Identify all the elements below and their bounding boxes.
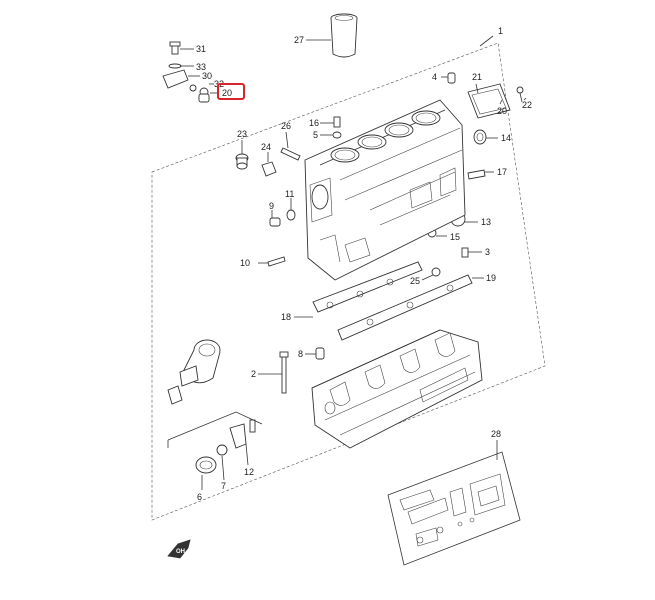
callout-21[interactable]: 21 [472,72,482,82]
sleeve [473,129,487,145]
callout-18[interactable]: 18 [281,312,291,322]
assembly-outline [151,42,546,521]
drain-fittings [167,411,263,474]
lower-crankcase [311,329,483,449]
bolt-17 [467,169,486,180]
direction-arrow-label: OH [176,549,185,555]
callout-25[interactable]: 25 [410,276,420,286]
callout-22[interactable]: 22 [522,100,532,110]
callout-31[interactable]: 31 [196,44,206,54]
callout-19[interactable]: 19 [486,273,496,283]
side-cover-plate [467,83,524,119]
callout-23[interactable]: 23 [237,129,247,139]
callout-5[interactable]: 5 [313,130,318,140]
stud-and-dowel [332,116,342,139]
callout-4[interactable]: 4 [432,72,437,82]
gasket-kit-contents [399,473,506,547]
selected-callout-highlight [217,83,245,100]
callout-2[interactable]: 2 [251,369,256,379]
oil-pan-gaskets [312,261,473,341]
plug [447,72,456,84]
callout-15[interactable]: 15 [450,232,460,242]
callout-13[interactable]: 13 [481,217,491,227]
plug-25 [431,267,441,277]
pins [235,147,301,177]
oil-fitting-assembly [162,41,210,103]
callout-10[interactable]: 10 [240,258,250,268]
cylinder-liner [330,13,358,58]
direction-arrow-icon: OH [167,539,191,559]
long-bolt [279,351,289,394]
callout-numbers: 1 27 31 33 30 3 2 20 4 21 20 22 16 5 14 2… [196,26,532,502]
callout-28[interactable]: 28 [491,429,501,439]
callout-24[interactable]: 24 [261,142,271,152]
callout-16[interactable]: 16 [309,118,319,128]
callout-7[interactable]: 7 [221,481,226,491]
oil-filter-housing [167,339,221,405]
upper-cylinder-block [304,99,466,281]
bolt-10 [267,256,286,267]
pin-3 [461,247,469,258]
dowel-8 [315,347,325,360]
callout-33[interactable]: 33 [196,62,206,72]
callout-8[interactable]: 8 [298,349,303,359]
callout-1[interactable]: 1 [498,26,503,36]
callout-9[interactable]: 9 [269,201,274,211]
callout-6[interactable]: 6 [197,492,202,502]
callout-3[interactable]: 3 [485,247,490,257]
leader-lines [180,35,527,490]
callout-17[interactable]: 17 [497,167,507,177]
callout-14[interactable]: 14 [501,133,511,143]
gasket-kit-box [387,451,521,566]
callout-20-cover[interactable]: 20 [497,106,507,116]
callout-11[interactable]: 11 [285,189,294,199]
callout-27[interactable]: 27 [294,35,304,45]
callout-12[interactable]: 12 [244,467,254,477]
callout-20-highlighted[interactable]: 20 [222,88,232,98]
callout-30[interactable]: 30 [202,71,212,81]
callout-26[interactable]: 26 [281,121,291,131]
side-plugs [269,209,296,227]
